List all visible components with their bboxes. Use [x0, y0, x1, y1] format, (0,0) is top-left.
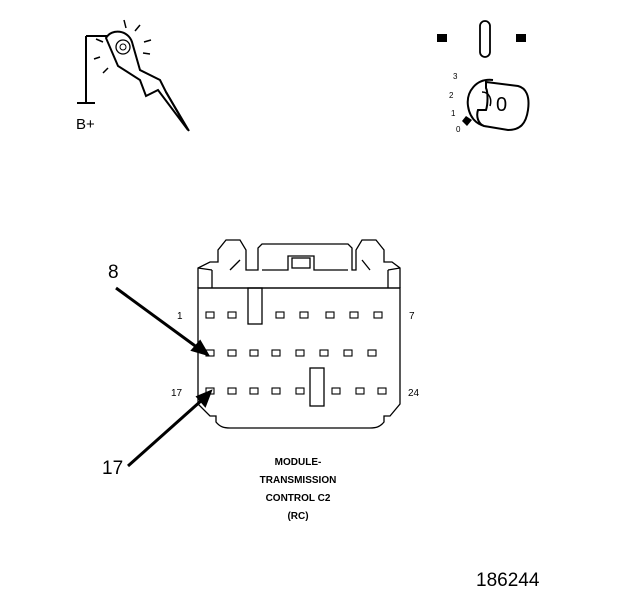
callout-arrow-8: [115, 286, 211, 357]
cavity-9: [227, 349, 237, 357]
figure-number: 186244: [476, 570, 540, 591]
test-lamp-icon: [77, 19, 190, 132]
ignition-position-2: 2: [449, 91, 454, 100]
ignition-key-label: 0: [496, 94, 508, 116]
connector-face: [197, 239, 401, 429]
cavity-5: [325, 311, 335, 319]
cavity-13: [319, 349, 329, 357]
ignition-position-0: 0: [456, 125, 461, 134]
callout-label-8: 8: [108, 262, 119, 283]
ignition-position-3: 3: [453, 72, 458, 81]
cavity-1: [205, 311, 215, 319]
cavity-19: [249, 387, 259, 395]
cavity-12: [295, 349, 305, 357]
caption-line-3: CONTROL C2: [265, 493, 331, 504]
pin-label-17: 17: [171, 388, 183, 399]
cavity-4: [299, 311, 309, 319]
pin-label-1: 1: [177, 311, 183, 322]
ignition-position-1: 1: [451, 109, 456, 118]
callout-label-17: 17: [102, 458, 124, 479]
cavity-18: [227, 387, 237, 395]
cavity-2: [227, 311, 237, 319]
caption-line-2: TRANSMISSION: [259, 475, 337, 486]
cavity-7: [373, 311, 383, 319]
caption-line-4: (RC): [287, 511, 309, 522]
cavity-20: [271, 387, 281, 395]
battery-label: B+: [76, 116, 95, 133]
connector-caption: MODULE- TRANSMISSION CONTROL C2 (RC): [238, 454, 358, 526]
cavity-3: [275, 311, 285, 319]
cavity-22: [331, 387, 341, 395]
cavity-23: [355, 387, 365, 395]
cavity-10: [249, 349, 259, 357]
cavity-14: [343, 349, 353, 357]
pin-label-7: 7: [409, 311, 415, 322]
pin-label-24: 24: [408, 388, 420, 399]
cavity-21: [295, 387, 305, 395]
caption-line-1: MODULE-: [274, 457, 322, 468]
cavity-11: [271, 349, 281, 357]
cavity-24: [377, 387, 387, 395]
ignition-switch-icon: [437, 20, 530, 132]
callout-arrow-17: [127, 389, 213, 468]
cavity-15: [367, 349, 377, 357]
cavity-6: [349, 311, 359, 319]
cavity-group: [205, 311, 387, 395]
